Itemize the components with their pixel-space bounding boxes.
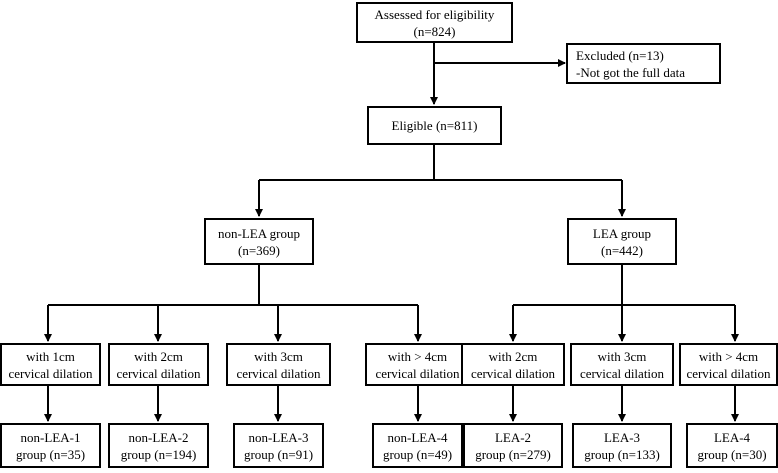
dilation-sublabel: cervical dilation [236,365,321,381]
outcome-label: non-LEA-3 [248,429,309,445]
dilation-box: with 3cm cervical dilation [226,343,331,386]
lea-group-count: (n=442) [601,242,643,258]
outcome-box: LEA-3 group (n=133) [572,423,672,468]
outcome-count: group (n=91) [243,446,314,462]
outcome-count: group (n=35) [15,446,86,462]
non-lea-group-count: (n=369) [238,242,280,258]
outcome-label: non-LEA-1 [20,429,81,445]
dilation-box: with 3cm cervical dilation [570,343,674,386]
assessed-count: (n=824) [413,23,456,39]
dilation-sublabel: cervical dilation [686,365,771,381]
outcome-box: non-LEA-4 group (n=49) [372,423,463,468]
dilation-sublabel: cervical dilation [116,365,201,381]
dilation-label: with 1cm [26,348,75,364]
dilation-box: with 2cm cervical dilation [461,343,565,386]
excluded-box: Excluded (n=13) -Not got the full data [566,43,721,84]
excluded-title: Excluded (n=13) [576,47,664,63]
lea-group-title: LEA group [592,225,652,241]
dilation-sublabel: cervical dilation [375,365,460,381]
dilation-box: with > 4cm cervical dilation [679,343,778,386]
outcome-count: group (n=133) [584,446,660,462]
dilation-label: with > 4cm [387,348,448,364]
outcome-box: LEA-2 group (n=279) [463,423,563,468]
dilation-label: with 2cm [134,348,183,364]
outcome-label: LEA-4 [713,429,751,445]
outcome-label: non-LEA-2 [128,429,189,445]
outcome-count: group (n=49) [382,446,453,462]
dilation-label: with > 4cm [698,348,759,364]
assessed-box: Assessed for eligibility (n=824) [356,2,513,43]
outcome-box: non-LEA-2 group (n=194) [108,423,209,468]
dilation-box: with > 4cm cervical dilation [365,343,470,386]
dilation-box: with 2cm cervical dilation [108,343,209,386]
dilation-label: with 2cm [488,348,538,364]
non-lea-group-title: non-LEA group [218,225,300,241]
eligible-title: Eligible (n=811) [391,118,478,133]
outcome-label: LEA-2 [494,429,532,445]
outcome-box: non-LEA-3 group (n=91) [233,423,324,468]
outcome-count: group (n=194) [120,446,197,462]
outcome-count: group (n=30) [697,446,767,462]
dilation-box: with 1cm cervical dilation [0,343,101,386]
outcome-label: non-LEA-4 [387,429,448,445]
non-lea-group-box: non-LEA group (n=369) [204,218,314,265]
excluded-reason: -Not got the full data [576,64,686,80]
dilation-label: with 3cm [254,348,303,364]
assessed-title: Assessed for eligibility [374,6,495,22]
dilation-label: with 3cm [597,348,647,364]
outcome-box: LEA-4 group (n=30) [686,423,778,468]
outcome-count: group (n=279) [475,446,551,462]
dilation-sublabel: cervical dilation [579,365,665,381]
dilation-sublabel: cervical dilation [8,365,93,381]
dilation-sublabel: cervical dilation [470,365,556,381]
lea-group-box: LEA group (n=442) [567,218,677,265]
eligible-box: Eligible (n=811) [367,106,502,145]
outcome-label: LEA-3 [603,429,641,445]
outcome-box: non-LEA-1 group (n=35) [0,423,101,468]
